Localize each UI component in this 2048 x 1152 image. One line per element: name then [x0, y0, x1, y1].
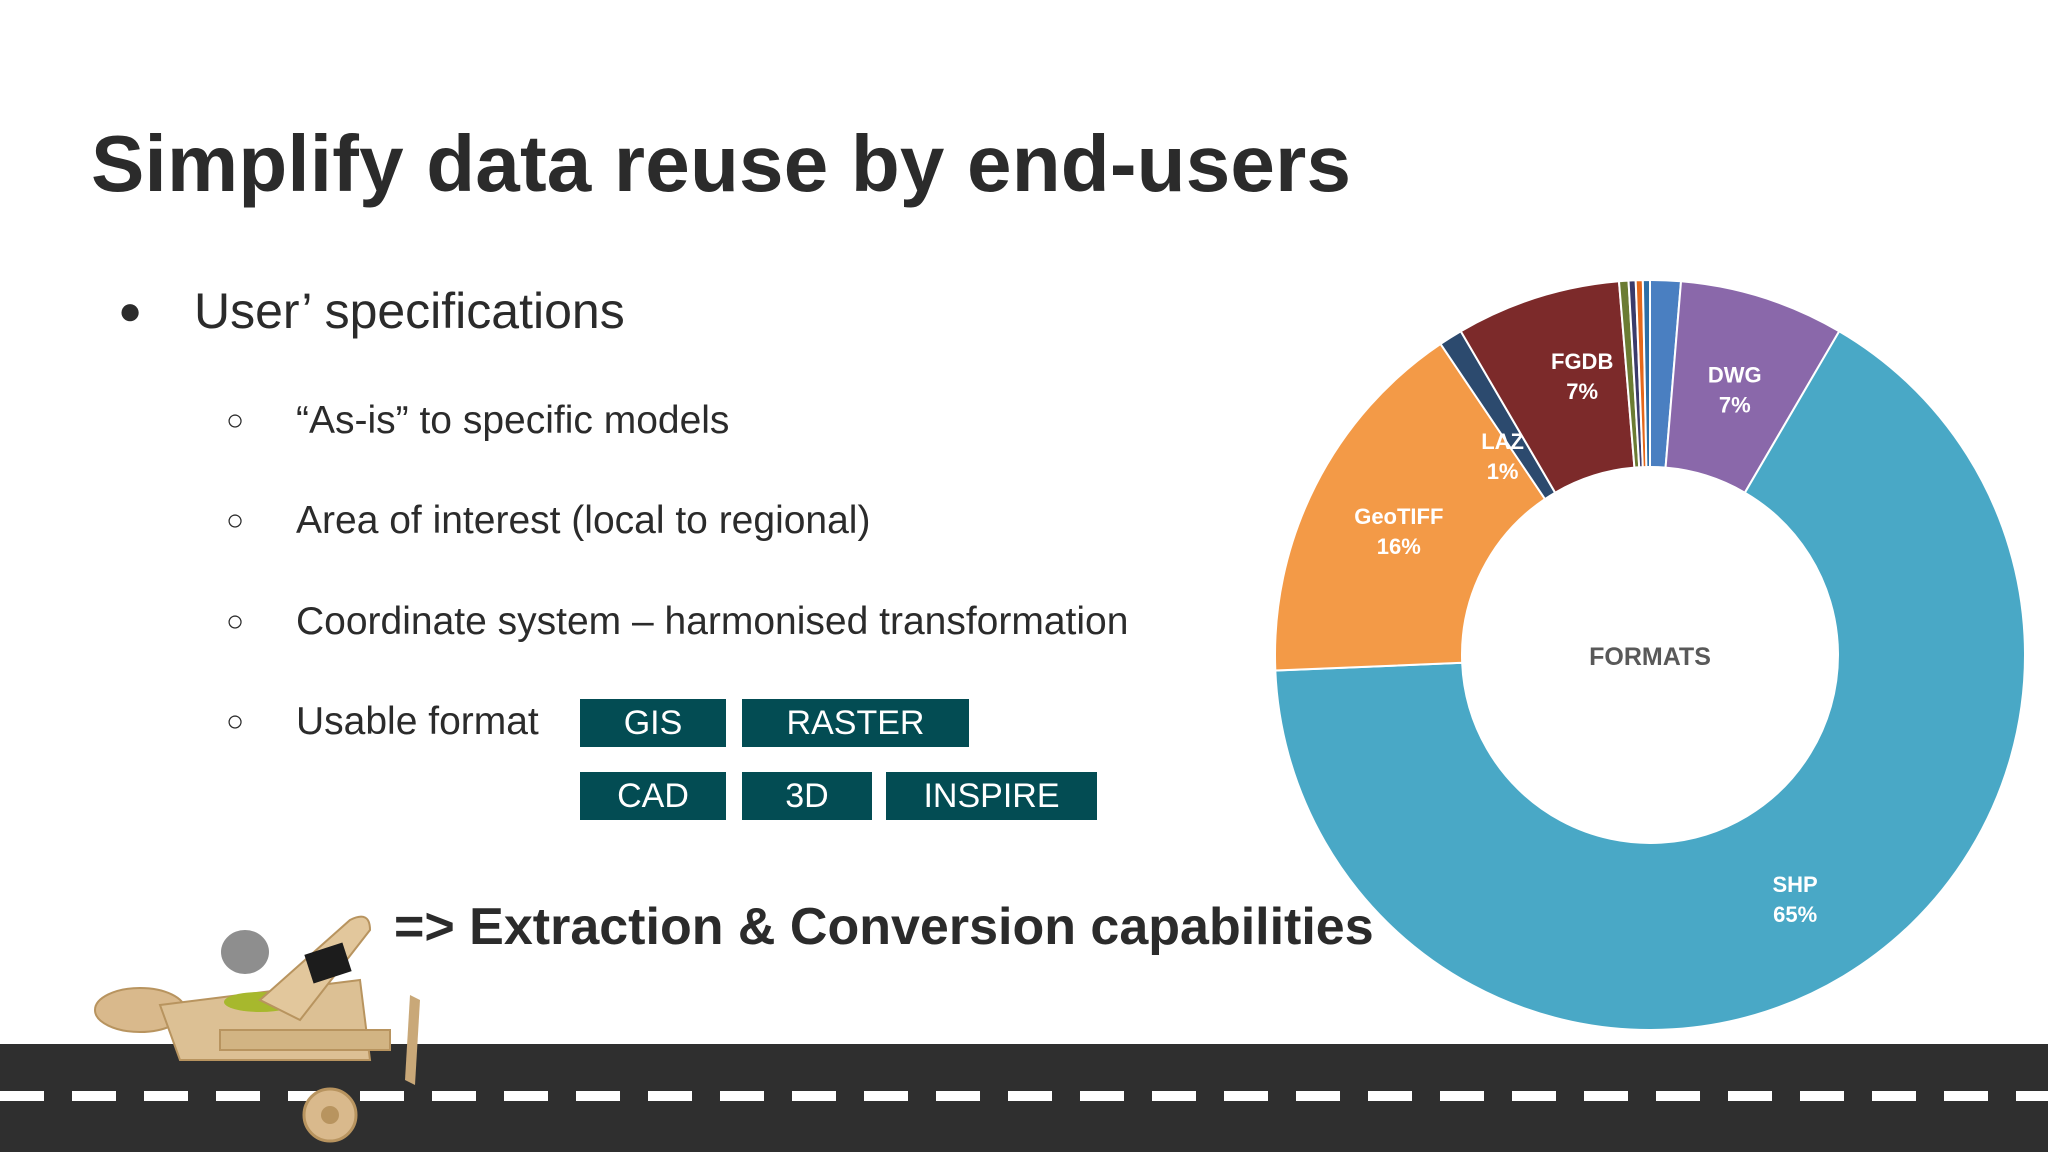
- bullet-dot: ●: [118, 288, 143, 333]
- slice-value-dwg: 7%: [1719, 393, 1751, 418]
- format-tag-inspire: INSPIRE: [886, 772, 1097, 820]
- sub-bullet-area: ○ Area of interest (local to regional): [226, 499, 870, 543]
- slice-value-fgdb: 7%: [1566, 379, 1598, 404]
- plane-screen: [304, 942, 352, 984]
- slice-label-laz: LAZ: [1481, 429, 1524, 454]
- sub-bullet-circle: ○: [226, 605, 245, 638]
- slice-value-shp: 65%: [1773, 902, 1817, 927]
- conclusion-text: => Extraction & Conversion capabilities: [394, 898, 1374, 956]
- donut-slice-shp: [1274, 329, 2026, 1031]
- donut-slice-geotiff: [1274, 342, 1547, 672]
- sub-bullet-text: “As-is” to specific models: [296, 399, 730, 442]
- format-tag-gis: GIS: [580, 699, 726, 747]
- sub-bullet-circle: ○: [226, 705, 245, 738]
- donut-center-label: FORMATS: [1589, 643, 1711, 671]
- slice-label-dwg: DWG: [1708, 363, 1762, 388]
- pilot-helmet: [221, 930, 269, 974]
- sub-bullet-circle: ○: [226, 504, 245, 537]
- slice-label-shp: SHP: [1773, 872, 1818, 897]
- donut-slice-other-9: [1641, 278, 1651, 469]
- slice-value-laz: 1%: [1487, 459, 1519, 484]
- plane-wheel-hub: [321, 1106, 339, 1124]
- main-bullet: ● User’ specifications: [118, 282, 625, 340]
- slice-label-fgdb: FGDB: [1551, 349, 1613, 374]
- plane-lower-wing: [219, 1029, 391, 1051]
- sub-bullet-coordinates: ○ Coordinate system – harmonised transfo…: [226, 600, 1128, 644]
- sub-bullet-format: ○ Usable format: [226, 700, 539, 744]
- format-tag-cad: CAD: [580, 772, 726, 820]
- plane-propeller: [405, 995, 420, 1085]
- slice-value-geotiff: 16%: [1377, 534, 1421, 559]
- sub-bullet-models: ○ “As-is” to specific models: [226, 399, 729, 443]
- formats-donut-chart: DWG 7% SHP 65% GeoTIFF 16% LAZ 1% FGDB 7% FORMATS: [1274, 278, 2026, 1031]
- slice-label-geotiff: GeoTIFF: [1354, 504, 1443, 529]
- slide-title: Simplify data reuse by end-users: [91, 119, 1352, 208]
- sub-bullet-text: Usable format: [296, 700, 539, 743]
- main-bullet-text: User’ specifications: [194, 283, 625, 339]
- sub-bullet-text: Area of interest (local to regional): [296, 499, 871, 542]
- road-lane-dashes: [0, 1091, 2048, 1101]
- format-tag-3d: 3D: [742, 772, 872, 820]
- wooden-plane-image: [94, 915, 420, 1143]
- format-tag-raster: RASTER: [742, 699, 969, 747]
- sub-bullet-circle: ○: [226, 404, 245, 437]
- sub-bullet-text: Coordinate system – harmonised transform…: [296, 600, 1129, 643]
